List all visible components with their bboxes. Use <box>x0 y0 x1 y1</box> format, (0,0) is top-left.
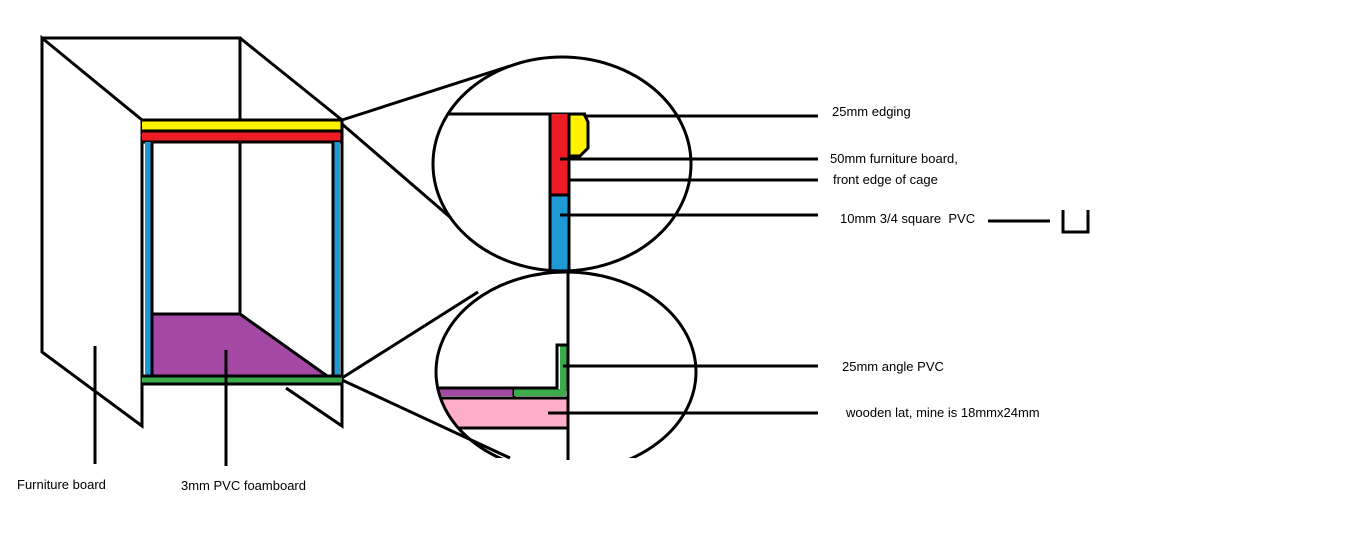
top-detail-circle <box>431 55 693 273</box>
label-angle-pvc: 25mm angle PVC <box>842 359 944 374</box>
detail-angle-pvc-vertical <box>560 346 567 391</box>
detail-edging <box>567 112 590 158</box>
top-board-strip <box>142 132 342 141</box>
zoom-lines <box>341 64 511 460</box>
angle-pvc-strip <box>142 377 342 383</box>
left-pvc-post <box>145 142 152 378</box>
furniture-board-side-panel <box>40 34 144 429</box>
u-channel-icon <box>1061 210 1090 234</box>
foamboard-floor <box>152 314 330 378</box>
label-furniture-board-50mm: 50mm furniture board, <box>830 151 958 166</box>
detail-foamboard <box>436 389 514 396</box>
label-edging: 25mm edging <box>832 104 911 119</box>
detail-furniture-board <box>551 114 568 194</box>
edging-strip <box>142 120 342 130</box>
label-front-edge: front edge of cage <box>833 172 938 187</box>
callout-lines <box>548 114 1090 415</box>
detail-angle-pvc-horizontal <box>514 389 566 396</box>
label-furniture-board: Furniture board <box>17 477 106 492</box>
label-wooden-lat: wooden lat, mine is 18mmx24mm <box>845 405 1040 420</box>
right-pvc-post <box>333 142 340 378</box>
cage-drawing <box>40 34 344 466</box>
label-pvc-foamboard: 3mm PVC foamboard <box>181 478 306 493</box>
label-square-pvc: 10mm 3/4 square PVC <box>840 211 975 226</box>
detail-wooden-lat <box>436 398 568 428</box>
bottom-detail-circle <box>434 270 698 460</box>
detail-square-pvc <box>551 196 568 270</box>
